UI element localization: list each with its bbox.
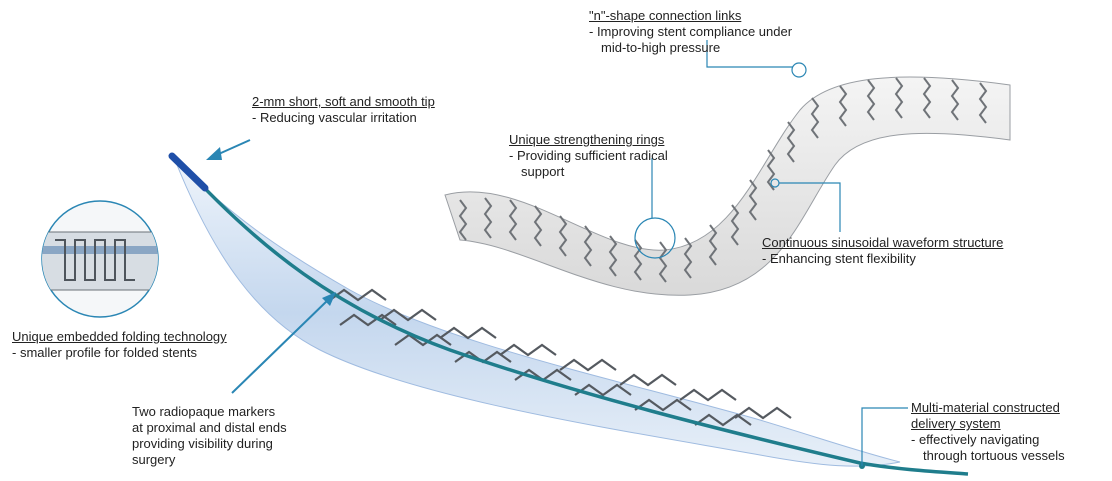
callout-title-cont: delivery system	[911, 416, 1065, 432]
callout-desc: - smaller profile for folded stents	[12, 345, 227, 361]
callout-desc-cont: through tortuous vessels	[911, 448, 1065, 464]
callout-desc: - Enhancing stent flexibility	[762, 251, 1003, 267]
callout-desc: - Improving stent compliance under	[589, 24, 792, 40]
callout-title: 2-mm short, soft and smooth tip	[252, 94, 435, 110]
folding-inset	[35, 201, 170, 317]
callout-title: Multi-material constructed	[911, 400, 1065, 416]
callout-title: Unique embedded folding technology	[12, 329, 227, 345]
callout-desc-cont: support	[509, 164, 668, 180]
callout-title: "n"-shape connection links	[589, 8, 792, 24]
callout-desc-cont: mid-to-high pressure	[589, 40, 792, 56]
delivery-system	[172, 156, 968, 474]
callout-n-shape-links: "n"-shape connection links - Improving s…	[589, 8, 792, 56]
n-shape-circle	[792, 63, 806, 77]
callout-tip: 2-mm short, soft and smooth tip - Reduci…	[252, 94, 435, 126]
callout-title: Continuous sinusoidal waveform structure	[762, 235, 1003, 251]
tip-arrow	[206, 140, 250, 160]
callout-desc: - Providing sufficient radical	[509, 148, 668, 164]
callout-folding: Unique embedded folding technology - sma…	[12, 329, 227, 361]
callout-strengthening-rings: Unique strengthening rings - Providing s…	[509, 132, 668, 180]
markers-line: surgery	[132, 452, 287, 468]
callout-title: Unique strengthening rings	[509, 132, 668, 148]
callout-desc: - effectively navigating	[911, 432, 1065, 448]
markers-line: providing visibility during	[132, 436, 287, 452]
callout-desc: - Reducing vascular irritation	[252, 110, 435, 126]
markers-line: Two radiopaque markers	[132, 404, 287, 420]
callout-radiopaque-markers: Two radiopaque markers at proximal and d…	[132, 404, 287, 468]
callout-sinusoidal: Continuous sinusoidal waveform structure…	[762, 235, 1003, 267]
callout-delivery-system: Multi-material constructed delivery syst…	[911, 400, 1065, 464]
markers-line: at proximal and distal ends	[132, 420, 287, 436]
